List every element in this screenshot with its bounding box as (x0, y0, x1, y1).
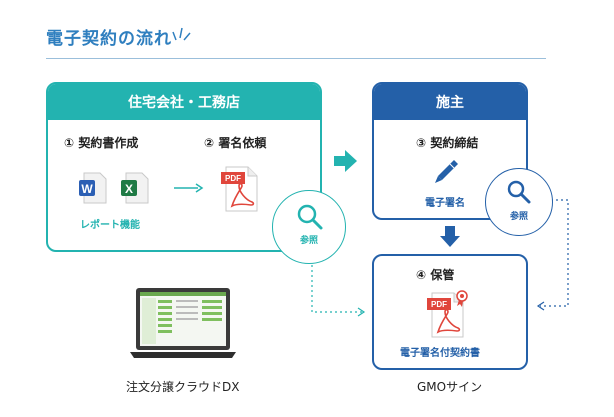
arrow-right-icon (174, 183, 204, 193)
reference-label-client: 参照 (509, 212, 528, 222)
step-1-label: ① 契約書作成 (64, 136, 139, 150)
client-panel: 施主 (372, 82, 528, 220)
client-panel-header: 施主 (374, 84, 526, 120)
signed-contract-caption: 電子署名付契約書 (400, 348, 480, 359)
svg-text:PDF: PDF (225, 174, 241, 183)
excel-icon: X (121, 172, 149, 204)
step-2-label: ② 署名依頼 (204, 136, 267, 150)
sparkle-icon (172, 27, 191, 41)
flow-arrow-right (334, 150, 357, 172)
word-letter: W (81, 182, 93, 196)
reference-label-builder: 参照 (299, 236, 318, 246)
reference-circle-builder: 参照 (272, 190, 346, 264)
builder-panel: 住宅会社・工務店 (46, 82, 322, 252)
flow-arrow-down (440, 226, 460, 247)
report-feature-caption: レポート機能 (80, 220, 140, 231)
laptop-icon (130, 288, 236, 358)
pen-icon (435, 160, 458, 183)
e-signature-caption: 電子署名 (425, 198, 465, 209)
svg-text:PDF: PDF (431, 300, 447, 309)
gmo-sign-label: GMOサイン (417, 380, 483, 394)
pdf-icon: PDF (221, 166, 258, 212)
excel-letter: X (125, 182, 133, 196)
cloud-dx-label: 注文分譲クラウドDX (126, 380, 240, 394)
word-icon: W (79, 172, 107, 204)
builder-panel-header: 住宅会社・工務店 (48, 84, 320, 120)
reference-circle-client: 参照 (485, 168, 553, 236)
step-3-label: ③ 契約締結 (416, 136, 479, 150)
title-divider (46, 58, 546, 59)
step-4-label: ④ 保管 (416, 268, 455, 282)
signed-pdf-icon: PDF (427, 290, 468, 338)
magnifier-icon (507, 180, 531, 204)
magnifier-icon (297, 204, 323, 230)
page-title: 電子契約の流れ (46, 29, 172, 49)
